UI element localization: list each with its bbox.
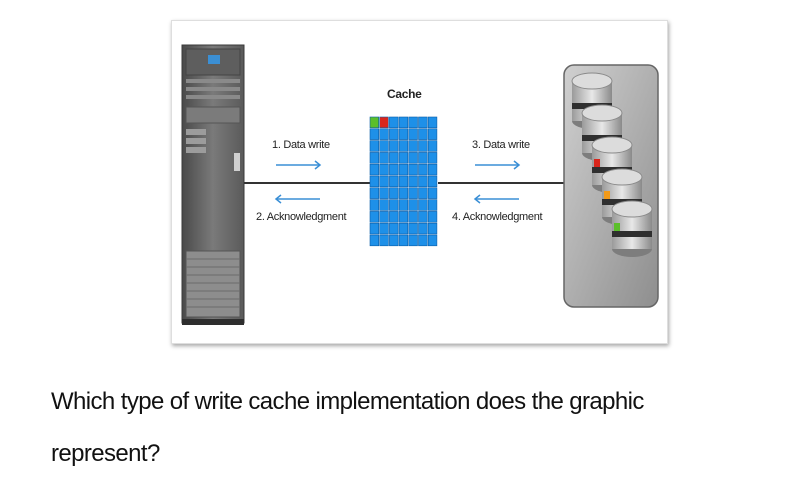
cache-icon bbox=[369, 116, 438, 247]
cache-block bbox=[398, 128, 409, 140]
cache-block bbox=[389, 222, 399, 235]
cache-block bbox=[389, 211, 399, 223]
cache-block bbox=[398, 234, 409, 247]
cache-block bbox=[389, 140, 399, 152]
cache-block bbox=[369, 116, 379, 129]
question-text: Which type of write cache implementation… bbox=[51, 376, 791, 480]
cache-block bbox=[418, 163, 428, 176]
cache-block bbox=[379, 175, 389, 188]
cache-block bbox=[427, 187, 438, 199]
cache-block bbox=[398, 116, 409, 129]
cache-block bbox=[369, 211, 379, 223]
cache-block bbox=[369, 163, 379, 176]
cache-block bbox=[389, 234, 399, 247]
cache-block bbox=[379, 140, 389, 152]
cache-block bbox=[398, 140, 409, 152]
cache-block bbox=[408, 187, 418, 199]
cache-block bbox=[389, 163, 399, 176]
storage-array-icon bbox=[563, 64, 659, 308]
cache-block bbox=[418, 234, 428, 247]
cache-block bbox=[408, 222, 418, 235]
cache-block bbox=[427, 116, 438, 129]
arrow-head-right-icon bbox=[314, 160, 322, 170]
cache-block bbox=[379, 234, 389, 247]
cache-block bbox=[369, 187, 379, 199]
cache-block bbox=[408, 163, 418, 176]
question-line-2: represent? bbox=[51, 440, 160, 467]
cache-block bbox=[379, 152, 389, 164]
cache-block bbox=[418, 152, 428, 164]
write-cache-diagram: Cache 1. Data write 2. Acknowledgment 3.… bbox=[171, 20, 668, 344]
cache-block bbox=[418, 175, 428, 188]
cache-block bbox=[418, 199, 428, 211]
diagram-graphic bbox=[181, 44, 659, 325]
cache-block bbox=[398, 199, 409, 211]
cache-label: Cache bbox=[387, 87, 422, 101]
cache-block bbox=[379, 211, 389, 223]
cache-block bbox=[369, 222, 379, 235]
step-4-label: 4. Acknowledgment bbox=[452, 211, 543, 223]
cache-block bbox=[398, 152, 409, 164]
cache-block bbox=[379, 187, 389, 199]
cache-block bbox=[389, 199, 399, 211]
cache-block bbox=[369, 234, 379, 247]
cache-block bbox=[427, 163, 438, 176]
arrow-head-right-icon bbox=[513, 160, 521, 170]
cache-block bbox=[408, 128, 418, 140]
cache-block bbox=[389, 187, 399, 199]
cache-block bbox=[408, 116, 418, 129]
cache-block bbox=[427, 140, 438, 152]
cache-block bbox=[408, 211, 418, 223]
step-1-label: 1. Data write bbox=[272, 139, 330, 151]
cache-block bbox=[427, 175, 438, 188]
cache-block bbox=[408, 140, 418, 152]
cache-block bbox=[427, 152, 438, 164]
cache-block bbox=[398, 211, 409, 223]
cache-block bbox=[408, 234, 418, 247]
cache-block bbox=[389, 175, 399, 188]
cache-block bbox=[379, 222, 389, 235]
arrow-head-left-icon bbox=[473, 194, 481, 204]
cache-block bbox=[418, 187, 428, 199]
cache-block bbox=[379, 199, 389, 211]
cache-block bbox=[427, 222, 438, 235]
cache-block bbox=[408, 175, 418, 188]
cache-block bbox=[369, 175, 379, 188]
cache-block bbox=[408, 152, 418, 164]
cache-block bbox=[418, 140, 428, 152]
cache-block bbox=[398, 187, 409, 199]
status-led-icon bbox=[594, 159, 600, 167]
cache-block bbox=[398, 163, 409, 176]
step-3-label: 3. Data write bbox=[472, 139, 530, 151]
cache-block bbox=[369, 140, 379, 152]
cache-block bbox=[379, 116, 389, 129]
cache-block bbox=[418, 222, 428, 235]
server-icon bbox=[181, 44, 245, 325]
cache-block bbox=[369, 128, 379, 140]
step-2-label: 2. Acknowledgment bbox=[256, 211, 347, 223]
cache-block bbox=[418, 128, 428, 140]
cache-block bbox=[427, 211, 438, 223]
arrow-head-left-icon bbox=[274, 194, 282, 204]
cache-block bbox=[389, 116, 399, 129]
cache-block bbox=[427, 128, 438, 140]
cache-block bbox=[379, 128, 389, 140]
disk-icon bbox=[611, 200, 653, 257]
question-line-1: Which type of write cache implementation… bbox=[51, 388, 644, 415]
cache-block bbox=[427, 199, 438, 211]
cache-block bbox=[398, 222, 409, 235]
cache-block bbox=[379, 163, 389, 176]
cache-block bbox=[389, 128, 399, 140]
status-led-icon bbox=[614, 223, 620, 231]
cache-block bbox=[369, 199, 379, 211]
status-led-icon bbox=[604, 191, 610, 199]
cache-block bbox=[418, 116, 428, 129]
cache-block bbox=[418, 211, 428, 223]
cache-block bbox=[408, 199, 418, 211]
cache-block bbox=[369, 152, 379, 164]
cache-block bbox=[427, 234, 438, 247]
cache-block bbox=[398, 175, 409, 188]
cache-block bbox=[389, 152, 399, 164]
